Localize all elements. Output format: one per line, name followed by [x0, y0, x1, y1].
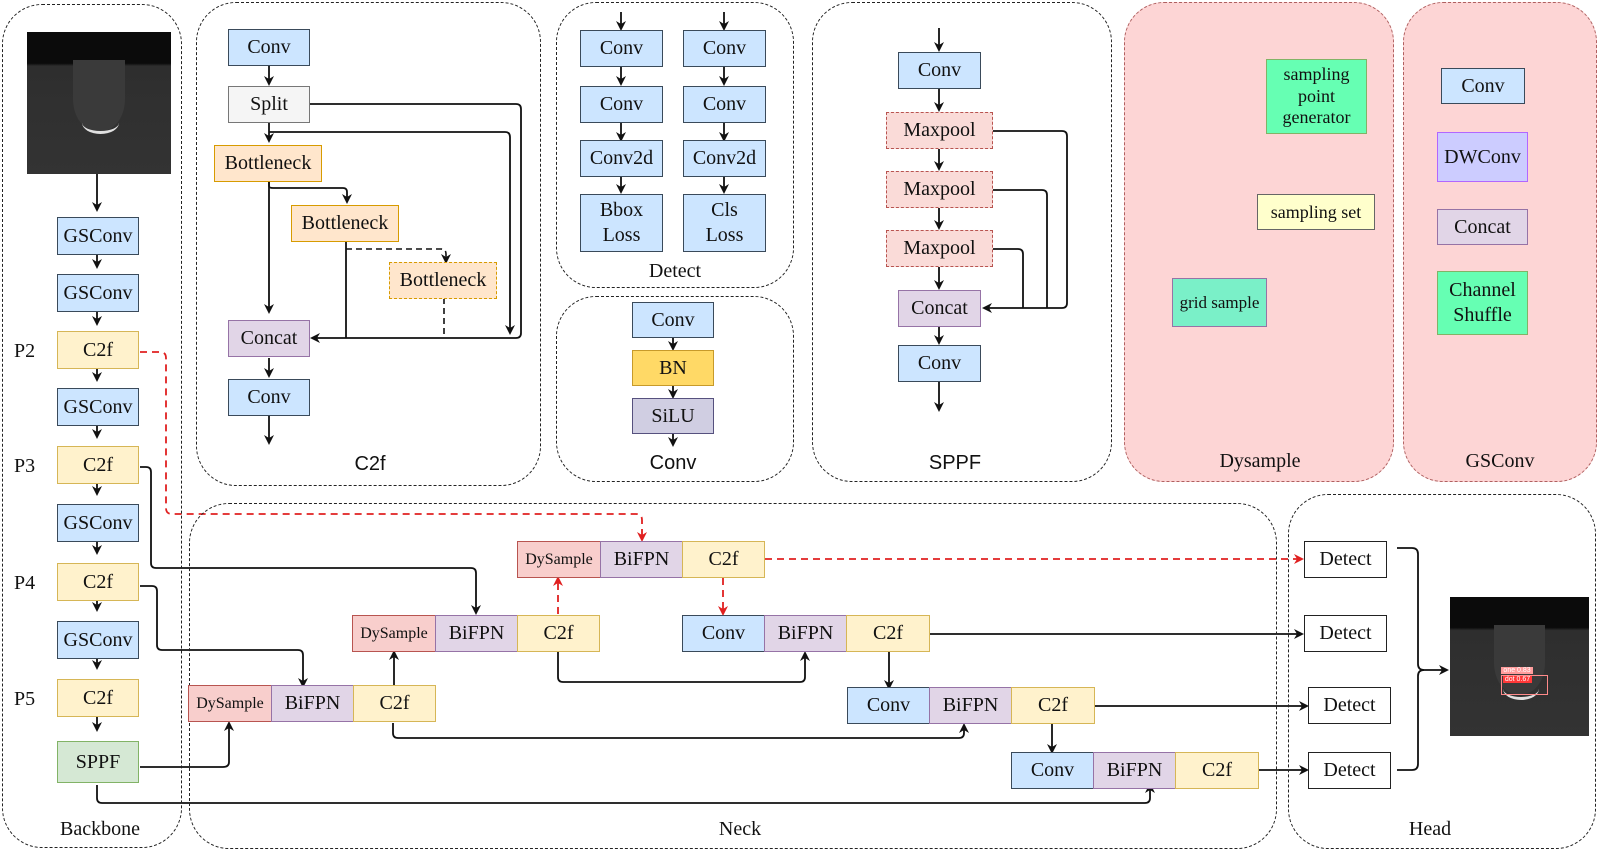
head-detect-4: Detect	[1308, 752, 1391, 789]
level-p3: P3	[14, 455, 36, 477]
detection-label-1: one 0.83	[1501, 666, 1533, 674]
neck-bifpn-3: BiFPN	[1093, 752, 1176, 789]
neck-conv-2: Conv	[847, 687, 930, 724]
backbone-gsconv-3: GSConv	[57, 388, 139, 426]
detect-right-conv-2: Conv	[683, 86, 766, 123]
neck-c2f-top: C2f	[682, 541, 765, 578]
backbone-group	[2, 4, 182, 848]
gsconv-concat: Concat	[1437, 209, 1528, 245]
detect-cls-loss: Cls Loss	[683, 194, 766, 252]
c2f-split: Split	[228, 86, 310, 123]
head-label: Head	[1408, 818, 1452, 840]
detect-detail-label: Detect	[648, 260, 702, 282]
gsconv-dwconv: DWConv	[1437, 132, 1528, 182]
backbone-label: Backbone	[60, 818, 140, 840]
neck-c2f-2: C2f	[1011, 687, 1095, 724]
c2f-bottleneck-optional: Bottleneck	[389, 262, 497, 299]
level-p5: P5	[14, 688, 36, 710]
head-group	[1288, 494, 1596, 849]
detect-right-conv2d: Conv2d	[683, 140, 766, 177]
neck-bifpn-top: BiFPN	[600, 541, 683, 578]
detect-right-conv-1: Conv	[683, 30, 766, 67]
detection-label-2: dot 0.67	[1502, 676, 1533, 684]
c2f-bottleneck-1: Bottleneck	[214, 145, 322, 182]
gsconv-detail-label: GSConv	[1465, 450, 1535, 472]
sppf-detail-label: SPPF	[928, 452, 982, 474]
backbone-c2f-p4: C2f	[57, 563, 139, 601]
conv-detail-conv: Conv	[632, 302, 714, 338]
output-image: one 0.83 dot 0.67	[1450, 597, 1589, 736]
head-detect-2: Detect	[1304, 615, 1387, 652]
detect-detail-group	[556, 2, 794, 288]
conv-detail-silu: SiLU	[632, 398, 714, 434]
backbone-c2f-p5: C2f	[57, 679, 139, 717]
head-detect-1: Detect	[1304, 541, 1387, 578]
gsconv-conv: Conv	[1441, 68, 1525, 104]
c2f-concat: Concat	[228, 320, 310, 357]
level-p2: P2	[14, 340, 36, 362]
detect-bbox-loss: Bbox Loss	[580, 194, 663, 252]
sppf-maxpool-2: Maxpool	[886, 171, 993, 208]
neck-c2f-low: C2f	[353, 685, 436, 722]
backbone-gsconv-4: GSConv	[57, 504, 139, 542]
sppf-concat: Concat	[898, 290, 981, 327]
backbone-gsconv-1: GSConv	[57, 217, 139, 255]
neck-c2f-mid: C2f	[517, 615, 600, 652]
level-p4: P4	[14, 572, 36, 594]
c2f-detail-label: C2f	[354, 453, 386, 475]
backbone-c2f-p3: C2f	[57, 446, 139, 484]
c2f-conv-out: Conv	[228, 379, 310, 416]
neck-bifpn-1: BiFPN	[764, 615, 847, 652]
conv-detail-group	[556, 296, 794, 482]
conv-detail-bn: BN	[632, 350, 714, 386]
detect-left-conv-1: Conv	[580, 30, 663, 67]
neck-dysample-low: DySample	[188, 685, 272, 722]
neck-dysample-top: DySample	[517, 541, 601, 578]
detect-left-conv-2: Conv	[580, 86, 663, 123]
sppf-conv-out: Conv	[898, 345, 981, 382]
neck-bifpn-low: BiFPN	[271, 685, 354, 722]
neck-c2f-1: C2f	[846, 615, 930, 652]
neck-conv-3: Conv	[1011, 752, 1094, 789]
sppf-detail-group	[812, 2, 1112, 482]
backbone-sppf: SPPF	[57, 741, 139, 783]
neck-c2f-3: C2f	[1175, 752, 1259, 789]
dysample-detail-label: Dysample	[1219, 450, 1301, 472]
sppf-maxpool-3: Maxpool	[886, 230, 993, 267]
detect-left-conv2d: Conv2d	[580, 140, 663, 177]
backbone-gsconv-5: GSConv	[57, 621, 139, 659]
input-image	[27, 32, 171, 174]
sampling-set: sampling set	[1257, 194, 1375, 230]
neck-dysample-mid: DySample	[352, 615, 436, 652]
c2f-conv-in: Conv	[228, 29, 310, 66]
neck-bifpn-mid: BiFPN	[435, 615, 518, 652]
sppf-conv-in: Conv	[898, 52, 981, 89]
conv-detail-label: Conv	[649, 452, 697, 474]
grid-sample: grid sample	[1172, 278, 1267, 327]
backbone-c2f-p2: C2f	[57, 331, 139, 369]
neck-label: Neck	[718, 818, 762, 840]
backbone-gsconv-2: GSConv	[57, 274, 139, 312]
c2f-bottleneck-2: Bottleneck	[291, 205, 399, 242]
neck-bifpn-2: BiFPN	[929, 687, 1012, 724]
detection-box	[1501, 674, 1548, 695]
sppf-maxpool-1: Maxpool	[886, 112, 993, 149]
head-detect-3: Detect	[1308, 687, 1391, 724]
c2f-detail-group	[196, 2, 541, 486]
neck-conv-1: Conv	[682, 615, 765, 652]
sampling-point-generator: sampling point generator	[1266, 59, 1367, 134]
gsconv-channel-shuffle: Channel Shuffle	[1437, 271, 1528, 335]
neck-group	[189, 503, 1277, 849]
